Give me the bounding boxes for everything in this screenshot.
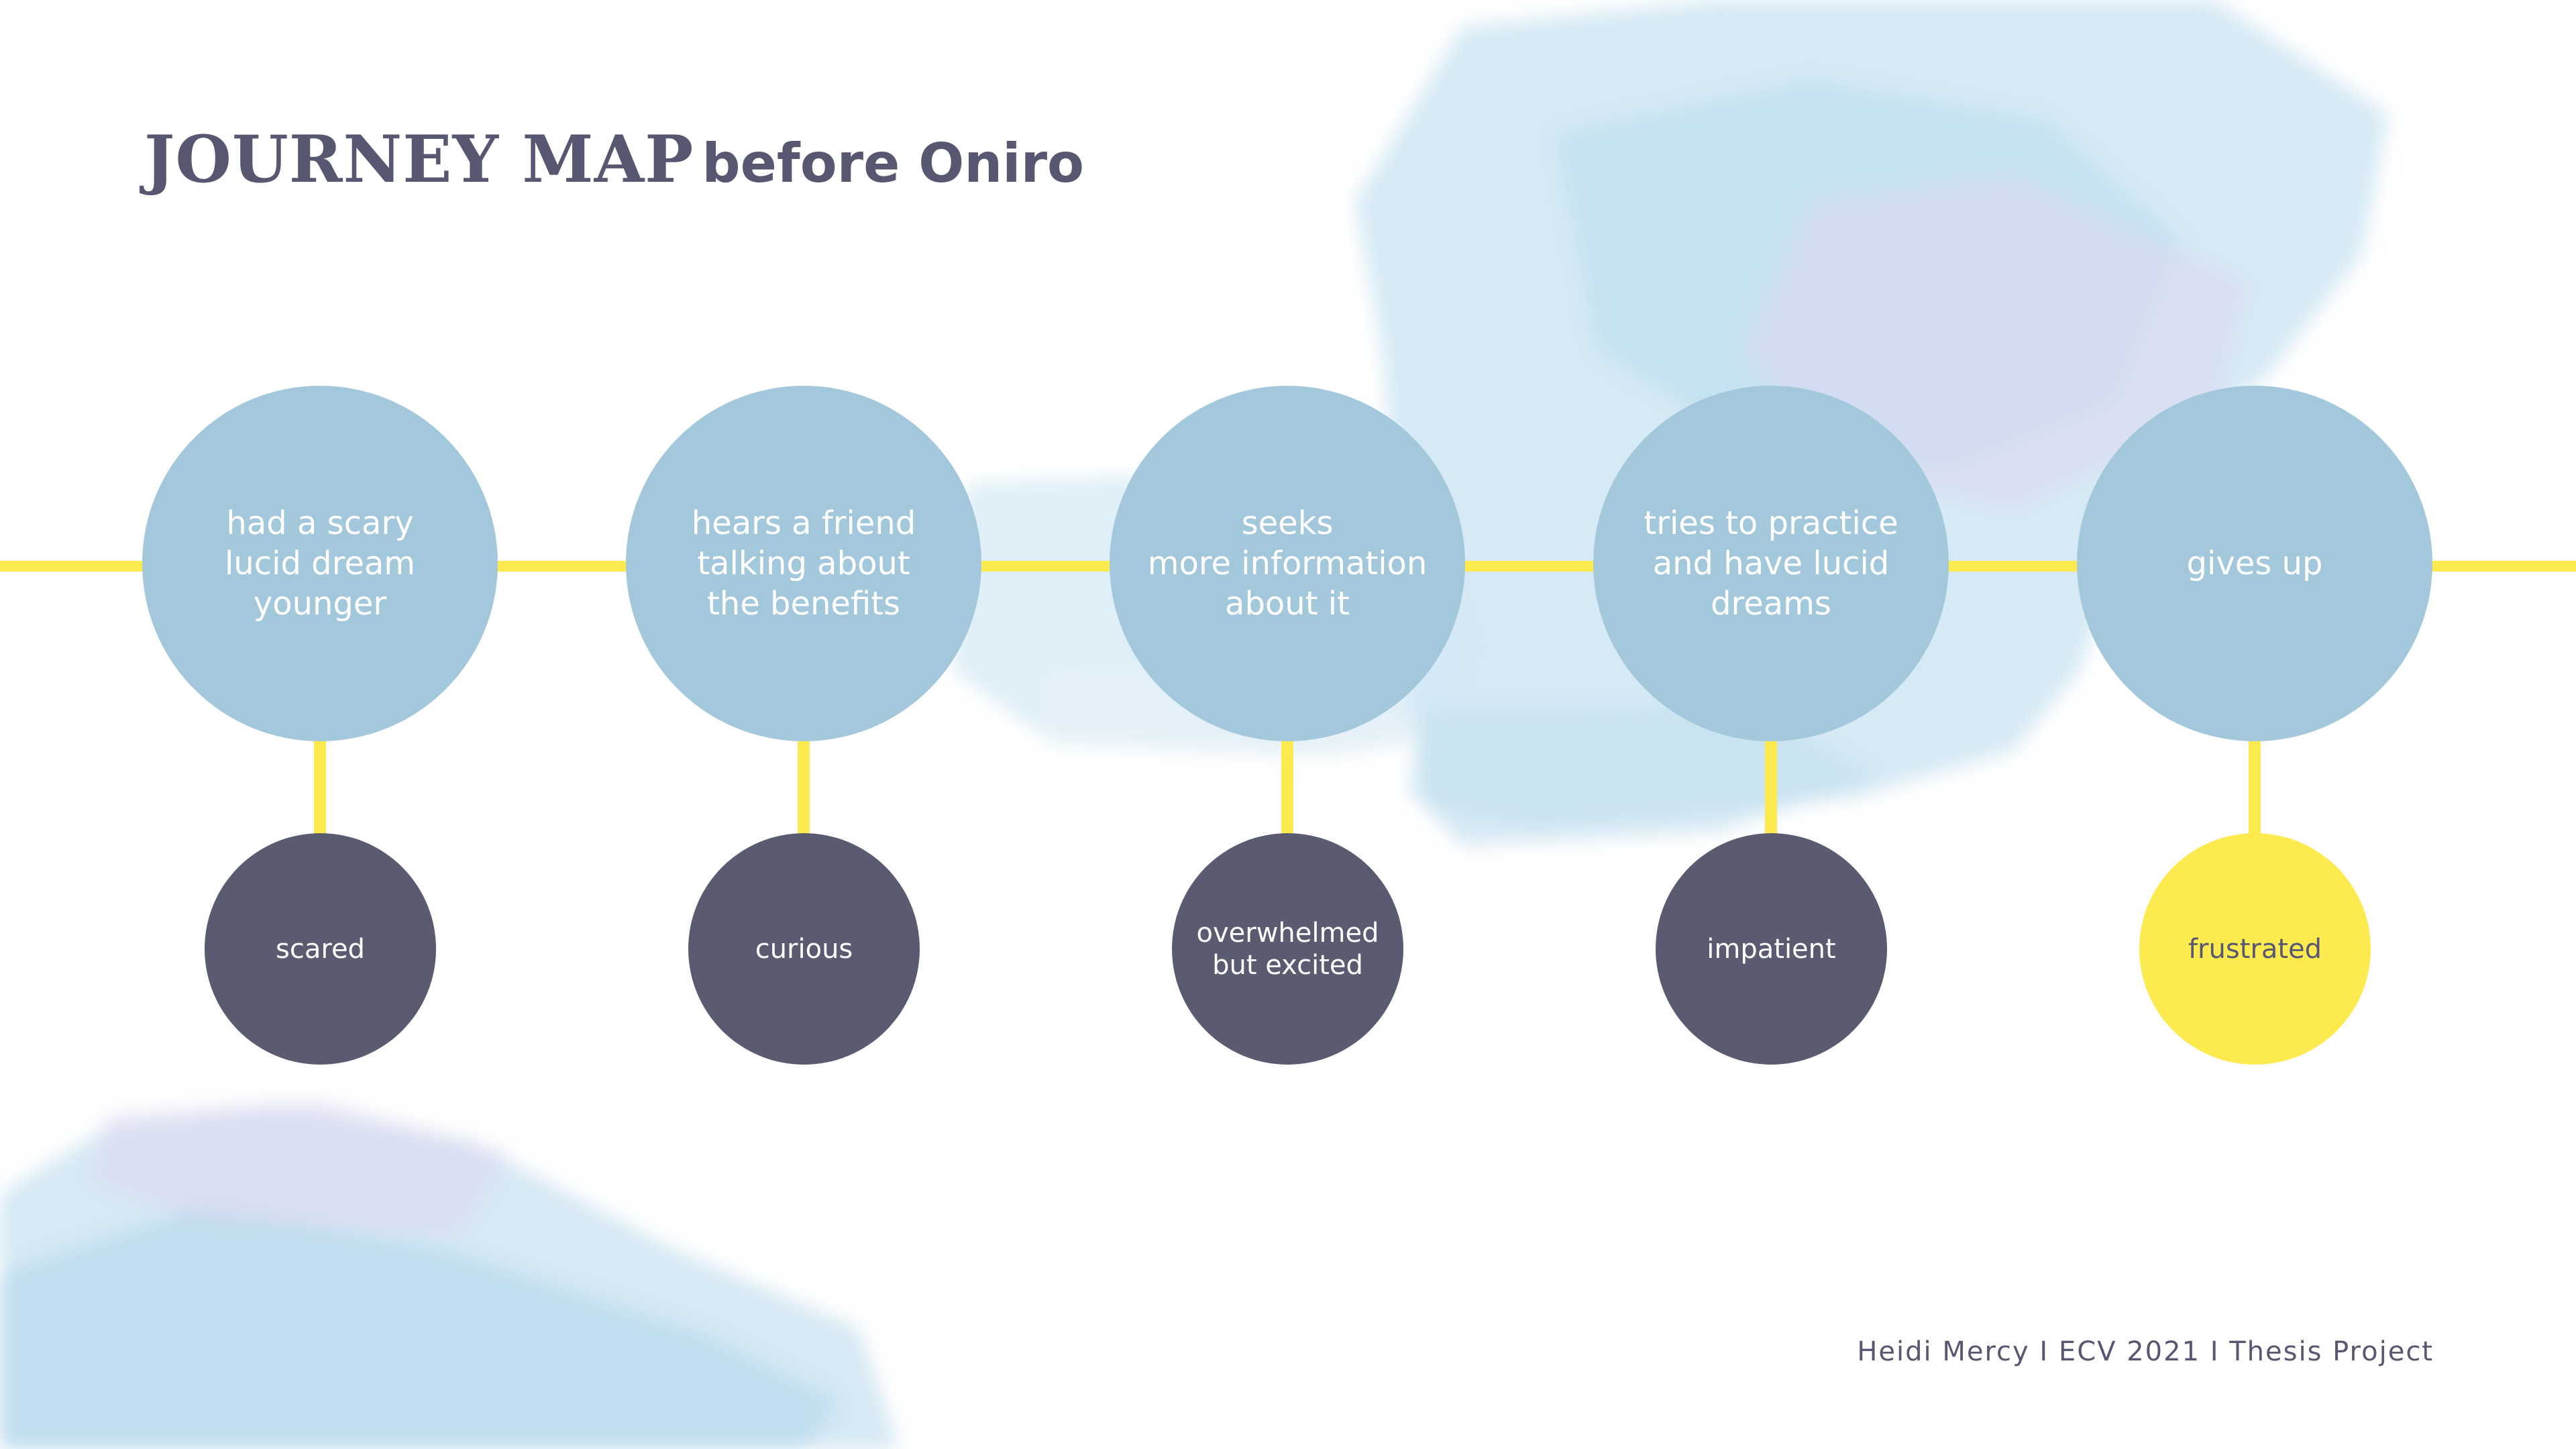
stage-circle: tries to practice and have lucid dreams xyxy=(1593,386,1949,741)
emotion-label: impatient xyxy=(1707,933,1836,965)
connector-line xyxy=(314,738,326,845)
emotion-label: curious xyxy=(755,933,853,965)
footer-credit: Heidi Mercy I ECV 2021 I Thesis Project xyxy=(1857,1336,2434,1367)
title-main: JOURNEY MAP xyxy=(144,121,694,197)
emotion-circle-highlighted: frustrated xyxy=(2139,833,2371,1065)
stage-label: had a scary lucid dream younger xyxy=(224,504,416,623)
stage-label: hears a friend talking about the benefit… xyxy=(691,504,916,623)
connector-line xyxy=(1281,738,1293,845)
stage-circle: seeks more information about it xyxy=(1110,386,1465,741)
stage-circle: had a scary lucid dream younger xyxy=(142,386,498,741)
emotion-label: frustrated xyxy=(2188,933,2322,965)
stage-circle: hears a friend talking about the benefit… xyxy=(626,386,981,741)
emotion-circle: overwhelmed but excited xyxy=(1172,833,1403,1065)
connector-line xyxy=(1765,738,1777,845)
stage-label: seeks more information about it xyxy=(1147,504,1428,623)
connector-line xyxy=(2249,738,2261,845)
stage-label: tries to practice and have lucid dreams xyxy=(1644,504,1898,623)
title-subtitle: before Oniro xyxy=(702,132,1085,195)
emotion-circle: impatient xyxy=(1656,833,1887,1065)
connector-line xyxy=(798,738,810,845)
emotion-circle: curious xyxy=(688,833,920,1065)
emotion-label: scared xyxy=(276,933,365,965)
emotion-label: overwhelmed but excited xyxy=(1196,917,1379,981)
stage-label: gives up xyxy=(2186,545,2323,582)
stage-circle: gives up xyxy=(2077,386,2432,741)
emotion-circle: scared xyxy=(205,833,436,1065)
